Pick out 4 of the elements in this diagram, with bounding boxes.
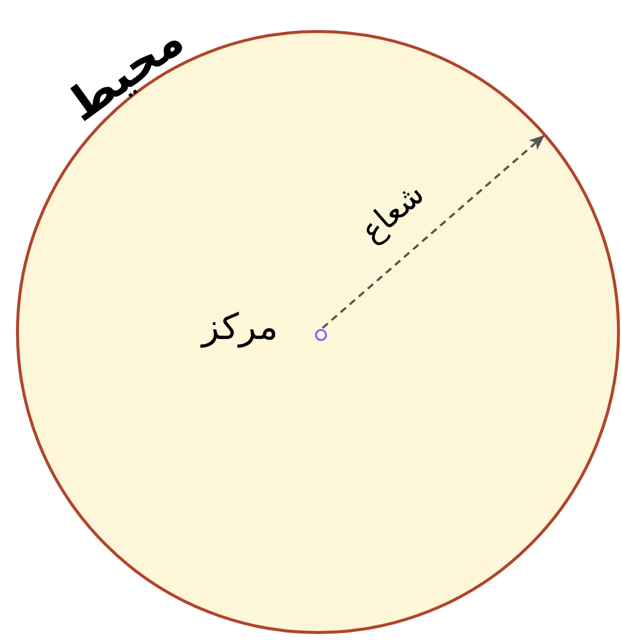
circumference-label: محيط bbox=[59, 15, 191, 129]
center-point bbox=[315, 329, 327, 341]
center-label: مركز bbox=[202, 310, 278, 346]
dashed-arrow bbox=[322, 135, 545, 329]
